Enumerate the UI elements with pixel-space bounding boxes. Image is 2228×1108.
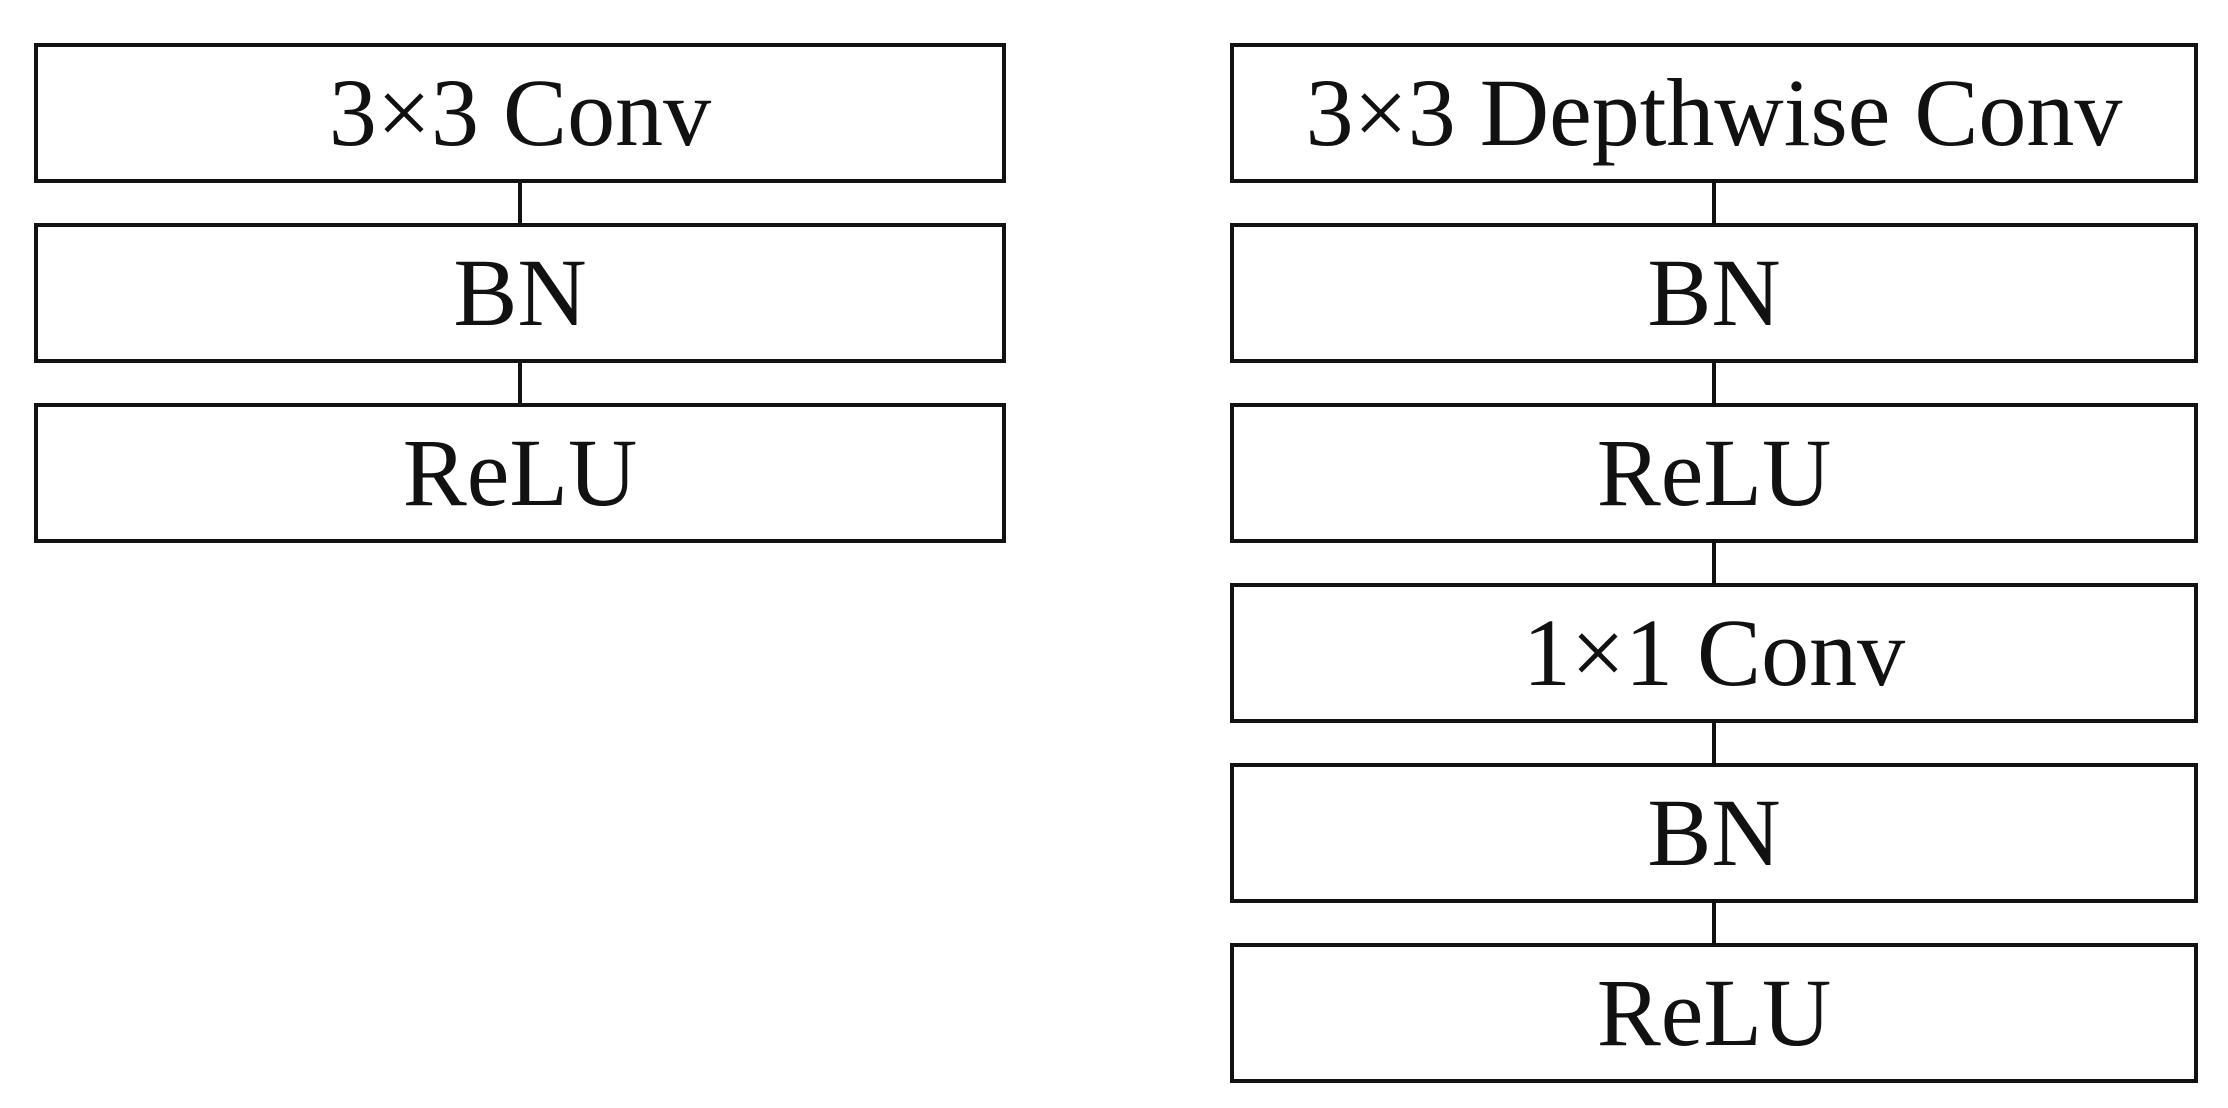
layer-batchnorm: BN [34,223,1006,363]
connector-line [1712,903,1716,943]
layer-depthwise-conv3x3: 3×3 Depthwise Conv [1230,43,2198,183]
connector-line [518,363,522,403]
layer-batchnorm: BN [1230,763,2198,903]
connector-line [518,183,522,223]
connector-line [1712,723,1716,763]
layer-pointwise-conv1x1: 1×1 Conv [1230,583,2198,723]
standard-conv-stack: 3×3 Conv BN ReLU [34,43,1006,543]
depthwise-separable-conv-stack: 3×3 Depthwise Conv BN ReLU 1×1 Conv BN R… [1230,43,2198,1083]
connector-line [1712,363,1716,403]
layer-batchnorm: BN [1230,223,2198,363]
layer-relu: ReLU [1230,403,2198,543]
connector-line [1712,543,1716,583]
layer-relu: ReLU [34,403,1006,543]
connector-line [1712,183,1716,223]
layer-relu: ReLU [1230,943,2198,1083]
layer-conv3x3: 3×3 Conv [34,43,1006,183]
